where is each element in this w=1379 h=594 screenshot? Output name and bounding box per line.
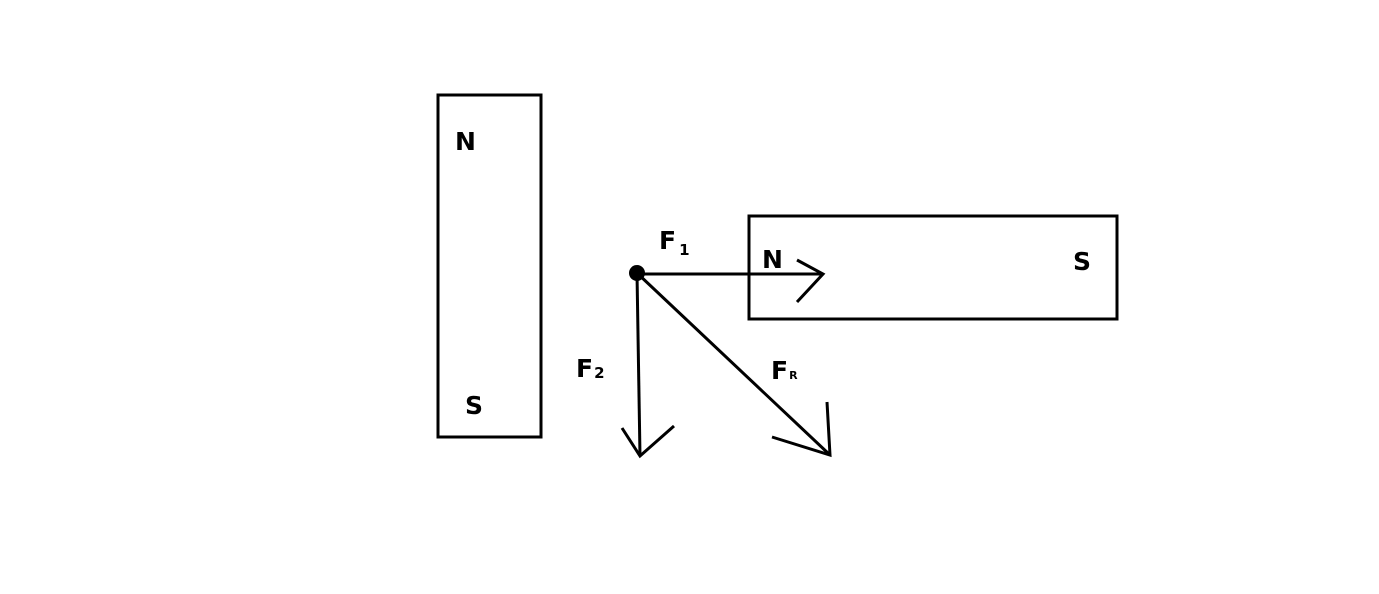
vertical-magnet	[436, 93, 543, 439]
vertical-magnet-north-label: N	[455, 127, 476, 156]
force-f2-arrow	[620, 272, 675, 459]
force-fr-label: FR	[771, 356, 798, 385]
horizontal-magnet	[747, 214, 1119, 321]
force-fr-letter: F	[771, 356, 788, 385]
force-f1-letter: F	[659, 226, 676, 255]
horizontal-magnet-north-label: N	[762, 245, 783, 274]
force-f2-letter: F	[576, 354, 593, 383]
vertical-magnet-south-label: S	[465, 391, 483, 420]
horizontal-magnet-south-label: S	[1073, 247, 1091, 276]
force-f2-label: F2	[576, 354, 605, 383]
force-f1-subscript: 1	[679, 241, 689, 259]
force-f2-subscript: 2	[594, 364, 604, 382]
force-fr-subscript: R	[789, 369, 798, 382]
force-f1-arrow	[637, 258, 826, 304]
force-fr-arrow	[635, 271, 832, 458]
